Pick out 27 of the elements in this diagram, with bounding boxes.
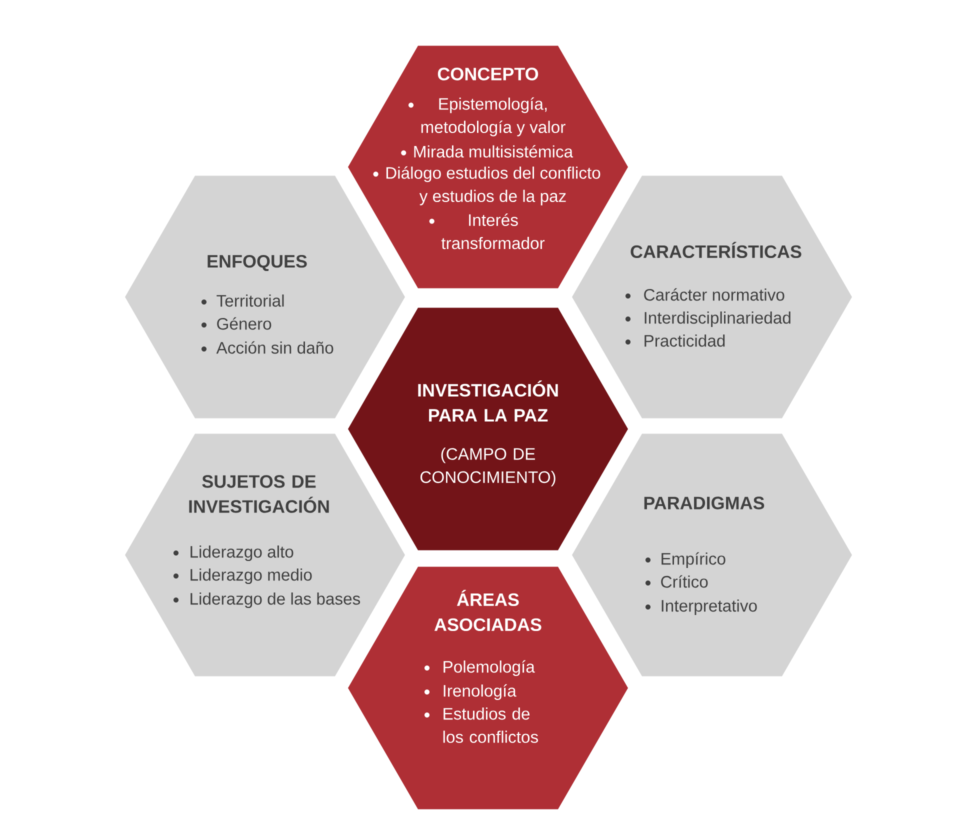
list-item: Epistemología, metodología y valor — [421, 97, 566, 136]
list-item: Crítico — [661, 575, 708, 588]
list-item: Interés transformador — [441, 214, 545, 250]
list-item: Polemología — [444, 660, 535, 676]
heading: ÁREAS ASOCIADAS — [434, 590, 542, 632]
heading: SUJETOS DE INVESTIGACIÓN — [189, 475, 329, 513]
list-item: Estudios de los conflictos — [443, 707, 538, 743]
list-item: Interdisciplinariedad — [644, 311, 790, 328]
heading: PARADIGMAS — [644, 496, 764, 510]
list-item: Empírico — [662, 552, 726, 568]
list-item: Acción sin daño — [216, 341, 334, 354]
list-item: Género — [217, 317, 272, 330]
list-item: Practicidad — [644, 334, 725, 347]
list-item: Interpretativo — [662, 599, 757, 616]
list-item: Irenología — [444, 684, 516, 700]
subtitle: (CAMPO DE CONOCIMIENTO) — [420, 448, 556, 486]
heading: INVESTIGACIÓN PARA LA PAZ — [418, 380, 558, 422]
heading: CARACTERÍSTICAS — [630, 242, 802, 258]
list-item: Carácter normativo — [644, 288, 784, 301]
list-item: Territorial — [216, 294, 284, 307]
list-item: Liderazgo medio — [190, 568, 312, 584]
list-item: Liderazgo alto — [190, 545, 294, 562]
heading: ENFOQUES — [208, 254, 307, 272]
list-item: Liderazgo de las bases — [190, 592, 360, 608]
list-item: Mirada multisistémica — [414, 145, 574, 158]
heading: CONCEPTO — [438, 68, 538, 80]
list-item: Diálogo estudios del conflicto y estudios de la paz — [386, 166, 600, 206]
